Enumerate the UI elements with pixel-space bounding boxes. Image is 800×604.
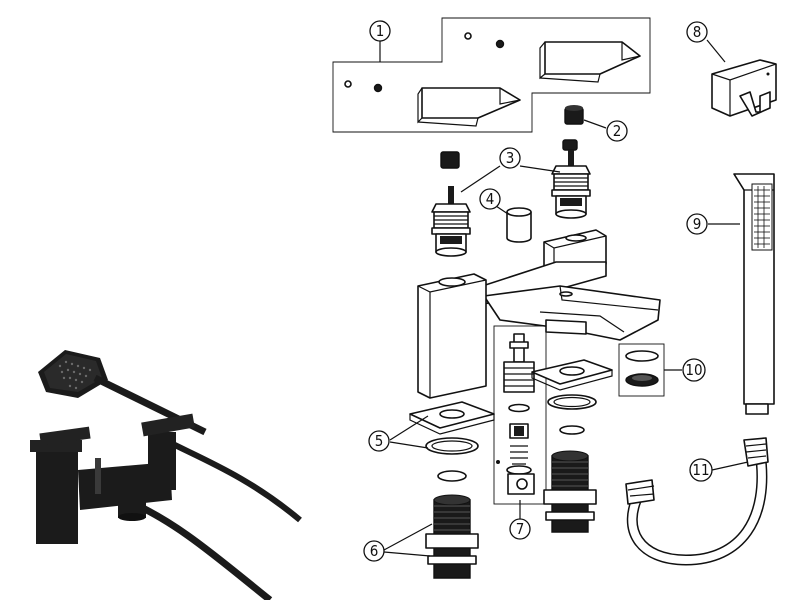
callout-5: 5 — [368, 430, 390, 452]
cartridge-right — [551, 150, 591, 219]
cartridge-left — [431, 186, 471, 257]
callout-2-label: 2 — [613, 122, 622, 140]
callout-3: 3 — [499, 147, 521, 169]
grub-screw-b — [464, 32, 472, 40]
callout-4: 4 — [479, 188, 501, 210]
callout-7: 7 — [509, 518, 531, 540]
part-4-diverter-knob — [495, 205, 532, 243]
part-3-cartridges — [431, 139, 591, 257]
cap-dot-a — [373, 83, 383, 93]
callout-1: 1 — [369, 20, 391, 42]
callout-3-label: 3 — [506, 149, 515, 167]
callout-8-label: 8 — [693, 23, 702, 41]
callout-11: 11 — [689, 458, 713, 482]
part-7-diverter-assembly — [493, 325, 547, 505]
callout-5-label: 5 — [375, 432, 384, 450]
shank-left — [425, 494, 479, 579]
callout-10-label: 10 — [685, 361, 702, 379]
part-11-hose — [625, 437, 769, 566]
product-photo — [30, 350, 302, 603]
part-2-cap — [564, 105, 607, 129]
callout-9-label: 9 — [693, 215, 702, 233]
upper-handle — [539, 41, 641, 83]
part-9-handset — [708, 173, 775, 415]
photo-mixer-body — [30, 413, 195, 544]
callout-4-label: 4 — [486, 190, 495, 208]
grub-screw-a — [344, 80, 352, 88]
callout-9: 9 — [686, 213, 708, 235]
callout-8: 8 — [686, 21, 708, 43]
leader-lines — [379, 40, 682, 557]
mixer-body — [417, 229, 661, 399]
part-10-seals — [618, 343, 665, 397]
callout-2: 2 — [606, 120, 628, 142]
callout-1-label: 1 — [376, 22, 385, 40]
cartridge-cap-left — [440, 151, 460, 169]
callout-6-label: 6 — [370, 542, 379, 560]
callout-7-label: 7 — [516, 520, 525, 538]
photo-hose-lower — [123, 496, 273, 603]
part-8-wall-bracket — [706, 39, 777, 117]
part-5-plates — [409, 359, 613, 482]
part-1-frame — [332, 17, 651, 133]
cap-dot-b — [495, 39, 505, 49]
cartridge-cap-right — [562, 139, 578, 151]
shank-right — [543, 450, 597, 533]
callout-6: 6 — [363, 540, 385, 562]
part-1-handles — [332, 17, 651, 133]
lower-handle — [417, 87, 521, 127]
part-6-shanks — [425, 450, 597, 579]
callout-11-label: 11 — [692, 461, 709, 479]
callout-10: 10 — [682, 358, 706, 382]
